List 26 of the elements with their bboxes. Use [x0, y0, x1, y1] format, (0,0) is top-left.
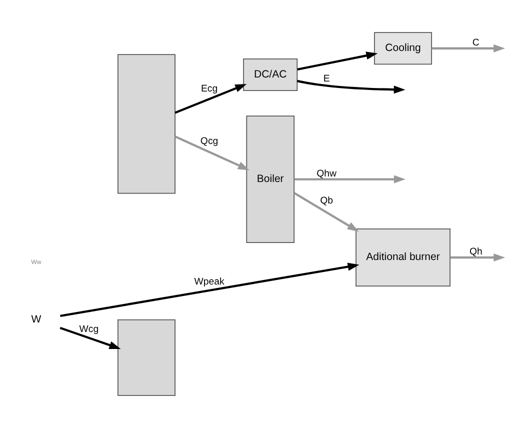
arrow — [294, 174, 405, 183]
node-box — [117, 318, 175, 396]
arrow — [293, 192, 358, 232]
arrow — [174, 135, 249, 170]
node-box: Cooling — [374, 32, 432, 64]
arrow — [59, 326, 120, 348]
node-box — [117, 54, 175, 194]
edge-label: Qh — [468, 246, 482, 258]
edge-label: Wpeak — [194, 276, 224, 288]
edge-label: E — [322, 73, 330, 84]
arrow — [296, 79, 405, 94]
node-box: DC/AC — [242, 58, 298, 90]
edge-label: Qb — [320, 195, 333, 206]
node-box: Boiler — [246, 115, 294, 242]
edge-label: Ecg — [200, 82, 218, 94]
edge-label: Qhw — [316, 168, 336, 179]
node-text: W — [30, 313, 41, 326]
edge-label: C — [472, 37, 479, 48]
arrow — [431, 44, 505, 52]
edge-label: Qcg — [200, 135, 218, 146]
node-box: Aditional burner — [355, 228, 450, 286]
edge-label: Wcg — [78, 323, 98, 334]
arrow — [174, 83, 246, 114]
arrow — [450, 252, 505, 261]
arrow — [60, 262, 359, 316]
arrow — [296, 51, 378, 70]
